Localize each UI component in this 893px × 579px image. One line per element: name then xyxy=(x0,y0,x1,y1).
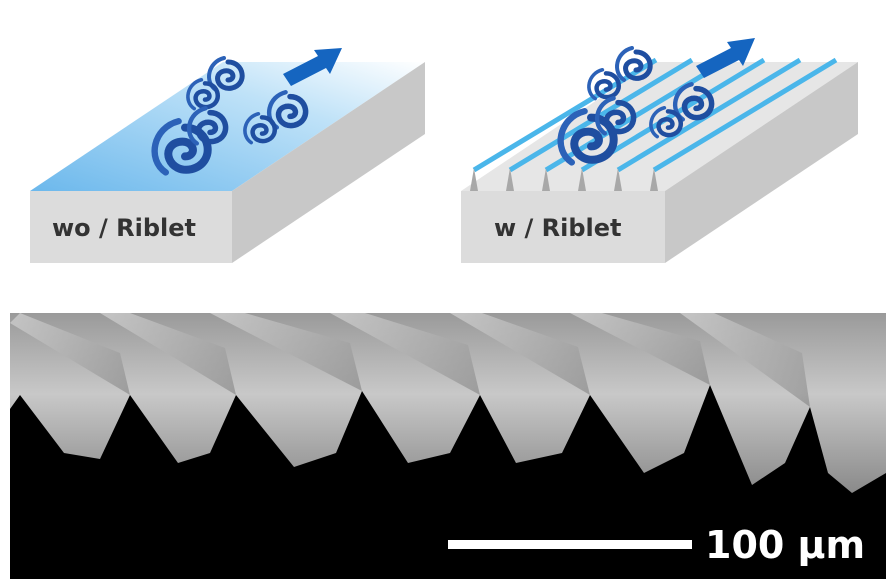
surface-front xyxy=(30,191,232,263)
riblet-teeth xyxy=(470,168,658,191)
flow-arrow-icon xyxy=(283,48,342,86)
ridge-streaks xyxy=(10,313,810,407)
surface-side xyxy=(232,62,425,263)
surface-front xyxy=(461,191,665,263)
panel-with-riblet: w / Riblet xyxy=(446,0,893,300)
surface-side xyxy=(665,62,858,263)
panel-without-riblet: wo / Riblet xyxy=(0,0,446,300)
block-without-riblet-illustration: wo / Riblet xyxy=(30,48,425,263)
scale-bar xyxy=(448,540,692,549)
scale-bar-label: 100 µm xyxy=(705,523,865,567)
block-with-riblet-illustration: w / Riblet xyxy=(461,38,858,263)
panel-label-with-riblet: w / Riblet xyxy=(494,214,622,242)
panel-label-without-riblet: wo / Riblet xyxy=(52,214,196,242)
flow-arrow-icon xyxy=(696,38,755,78)
sem-riblet-cross-section: 100 µm xyxy=(10,313,886,579)
sem-micrograph: 100 µm xyxy=(10,313,886,579)
